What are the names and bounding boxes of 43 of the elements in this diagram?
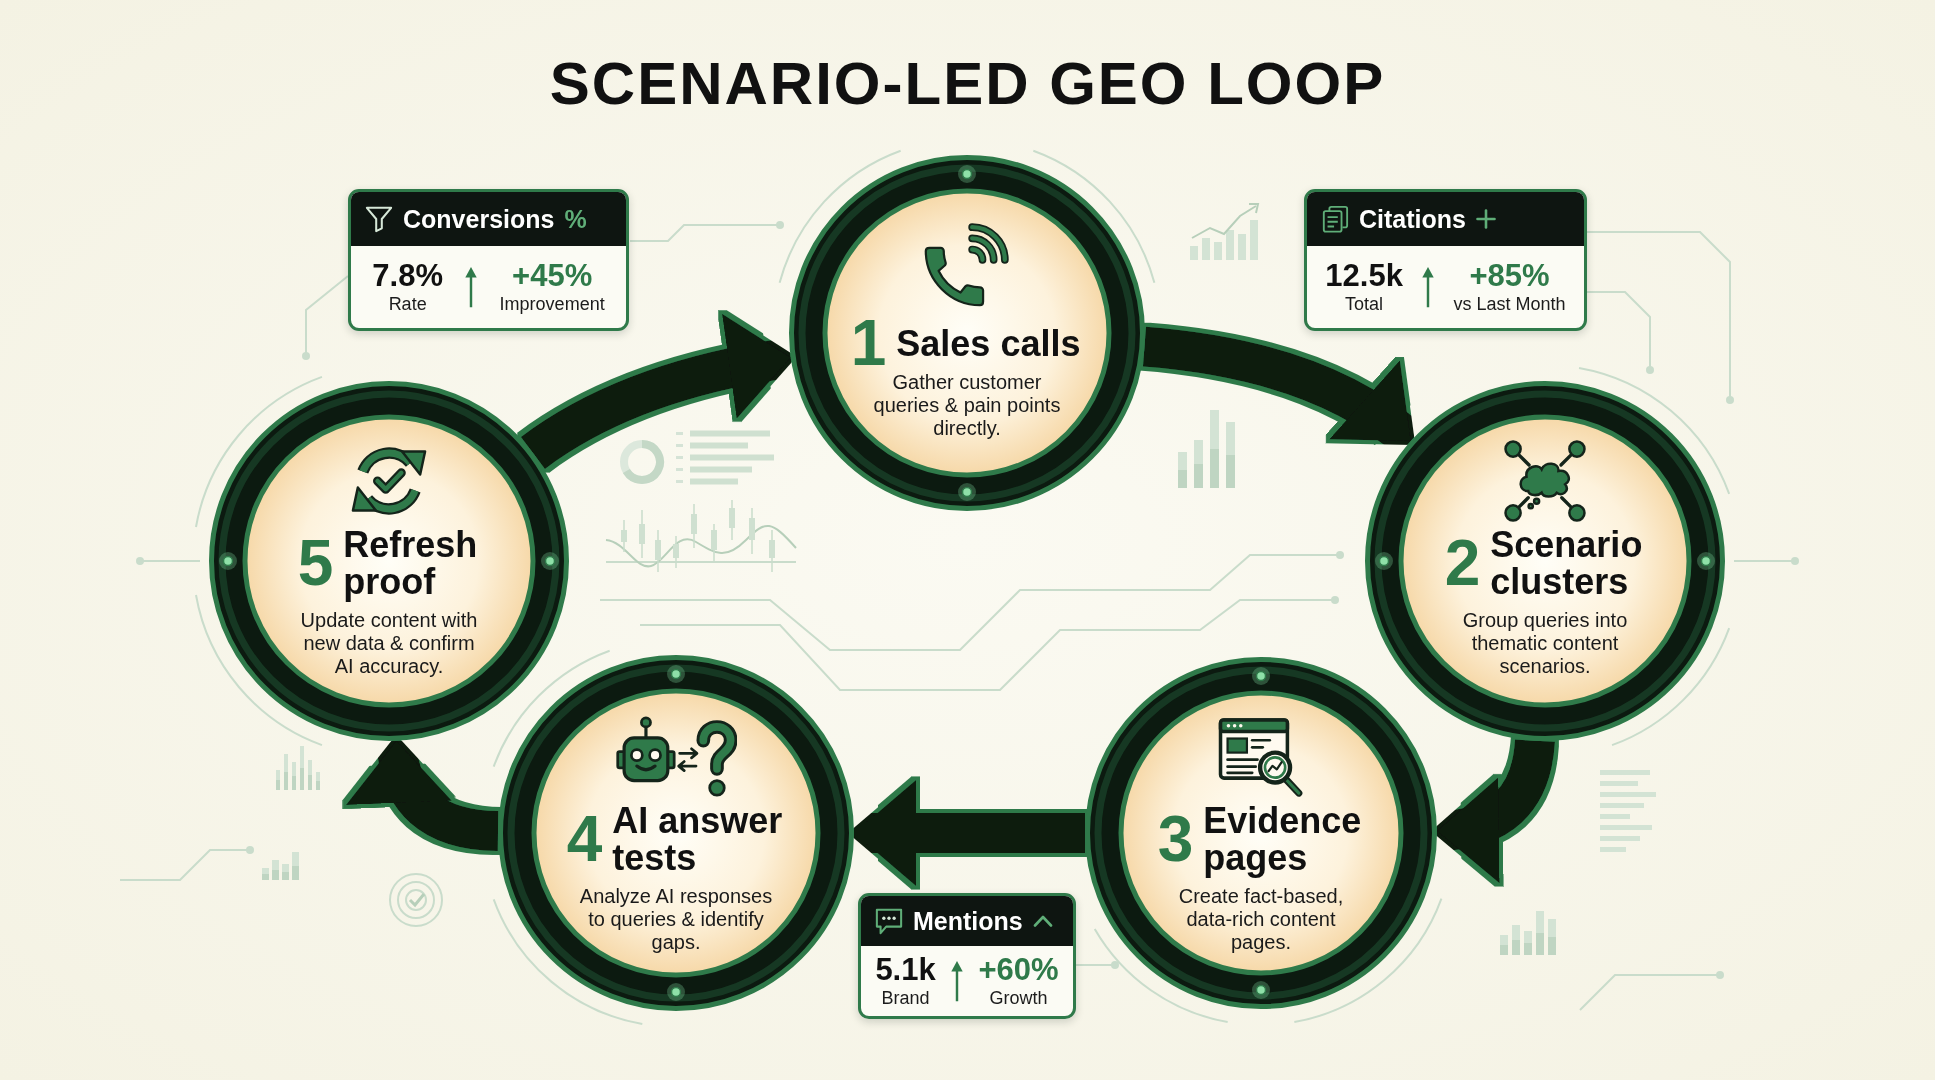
arrow xyxy=(349,739,500,852)
metric-label: Improvement xyxy=(499,293,605,315)
metric-card xyxy=(348,189,629,331)
step-number: 2 xyxy=(1444,533,1481,593)
diagram-title: SCENARIO-LED GEO LOOP xyxy=(549,50,1386,118)
metric-value: +85% xyxy=(1469,259,1550,293)
metric-value: 12.5k xyxy=(1325,259,1403,293)
step-number: 3 xyxy=(1157,809,1194,869)
metric-value: 5.1k xyxy=(875,953,936,987)
card-title: Conversions xyxy=(403,204,555,234)
step-title: Refresh proof xyxy=(343,526,479,600)
step-circle xyxy=(789,155,1145,511)
step-number: 1 xyxy=(850,313,887,373)
step-circle xyxy=(1085,657,1437,1009)
step-circle xyxy=(1365,381,1725,741)
step-description: Gather customer queries & pain points directly. xyxy=(872,371,1062,440)
metric-value: 7.8% xyxy=(372,259,443,293)
metric-card xyxy=(858,893,1076,1019)
metric-label: Brand xyxy=(881,987,930,1009)
arrow xyxy=(521,314,794,470)
metric-label: vs Last Month xyxy=(1453,293,1566,315)
step-description: Analyze AI responses to queries & identify gaps. xyxy=(578,885,774,954)
step-title: AI answer tests xyxy=(612,802,784,876)
step-title: Scenario clusters xyxy=(1490,526,1644,600)
percent-sign: % xyxy=(564,204,587,234)
step-description: Create fact-based, data-rich content pages. xyxy=(1177,885,1345,954)
arrow xyxy=(1435,738,1555,881)
step-title: Evidence pages xyxy=(1203,802,1363,876)
step-description: Update content with new data & confirm AI accuracy. xyxy=(299,609,479,678)
step-number: 4 xyxy=(566,809,603,869)
step-title: Sales calls xyxy=(896,324,1082,362)
card-title: Mentions xyxy=(913,906,1023,936)
metric-value: +60% xyxy=(978,953,1059,987)
step-description: Group queries into thematic content scenarios. xyxy=(1461,609,1629,678)
card-title: Citations xyxy=(1359,204,1466,234)
metric-label: Total xyxy=(1345,293,1384,315)
step-circle xyxy=(209,381,569,741)
step-number: 5 xyxy=(297,533,334,593)
metric-value: +45% xyxy=(512,259,593,293)
metric-label: Growth xyxy=(989,987,1048,1009)
metric-card xyxy=(1304,189,1587,331)
metric-label: Rate xyxy=(388,293,427,315)
step-circle xyxy=(498,655,854,1011)
